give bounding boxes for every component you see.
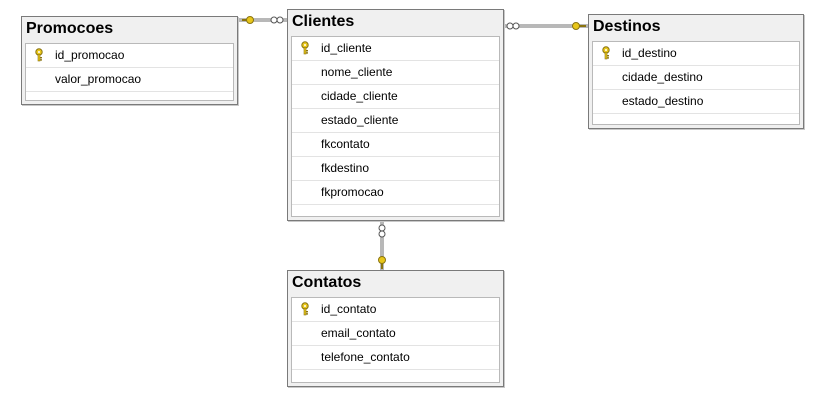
column-row[interactable]: telefone_contato [292, 346, 499, 370]
relation-promocoes-clientes[interactable] [238, 16, 288, 24]
infinity-end-icon [270, 16, 284, 24]
column-row[interactable]: nome_cliente [292, 61, 499, 85]
column-row[interactable]: fkpromocao [292, 181, 499, 205]
column-name: email_contato [321, 326, 396, 340]
table-promocoes[interactable]: Promocoes id_promocao valor_promocao [21, 16, 238, 105]
column-row[interactable]: estado_destino [593, 90, 799, 114]
column-name: id_promocao [55, 48, 125, 62]
primary-key-icon [299, 41, 311, 58]
key-end-icon [242, 16, 254, 24]
table-destinos[interactable]: Destinos id_destino cidade_destino estado_… [588, 14, 804, 129]
table-clientes[interactable]: Clientes id_cliente nome_cliente cidade_cl… [287, 9, 504, 221]
column-row[interactable]: id_cliente [292, 37, 499, 61]
relation-clientes-contatos[interactable] [378, 221, 386, 270]
key-end-icon [378, 256, 386, 269]
primary-key-icon [33, 48, 45, 65]
primary-key-icon [600, 46, 612, 63]
column-row[interactable]: email_contato [292, 322, 499, 346]
column-name: fkdestino [321, 161, 370, 175]
column-list: id_promocao valor_promocao [25, 43, 234, 101]
column-row[interactable]: cidade_cliente [292, 85, 499, 109]
column-row[interactable]: id_destino [593, 42, 799, 66]
relation-clientes-destinos[interactable] [504, 22, 588, 30]
column-name: cidade_cliente [321, 89, 398, 103]
column-row[interactable]: id_promocao [26, 44, 233, 68]
column-name: cidade_destino [622, 70, 703, 84]
table-title: Destinos [593, 18, 661, 35]
table-title: Promocoes [26, 20, 114, 37]
column-name: fkcontato [321, 137, 370, 151]
column-row[interactable]: estado_cliente [292, 109, 499, 133]
table-contatos[interactable]: Contatos id_contato email_contato telefone… [287, 270, 504, 387]
column-name: telefone_contato [321, 350, 410, 364]
table-title: Clientes [292, 13, 355, 30]
table-title: Contatos [292, 274, 362, 291]
column-name: fkpromocao [321, 185, 384, 199]
column-name: estado_cliente [321, 113, 399, 127]
column-row[interactable]: fkcontato [292, 133, 499, 157]
column-name: id_cliente [321, 41, 372, 55]
infinity-end-icon [506, 22, 520, 30]
column-name: estado_destino [622, 94, 704, 108]
primary-key-icon [299, 302, 311, 319]
column-name: valor_promocao [55, 72, 142, 86]
column-row[interactable]: valor_promocao [26, 68, 233, 92]
key-end-icon [572, 22, 586, 30]
column-name: nome_cliente [321, 65, 393, 79]
infinity-end-icon [378, 224, 386, 238]
column-name: id_destino [622, 46, 677, 60]
column-list: id_destino cidade_destino estado_destino [592, 41, 800, 125]
column-row[interactable]: fkdestino [292, 157, 499, 181]
column-list: id_contato email_contato telefone_contato [291, 297, 500, 383]
column-row[interactable]: cidade_destino [593, 66, 799, 90]
column-row[interactable]: id_contato [292, 298, 499, 322]
column-name: id_contato [321, 302, 377, 316]
